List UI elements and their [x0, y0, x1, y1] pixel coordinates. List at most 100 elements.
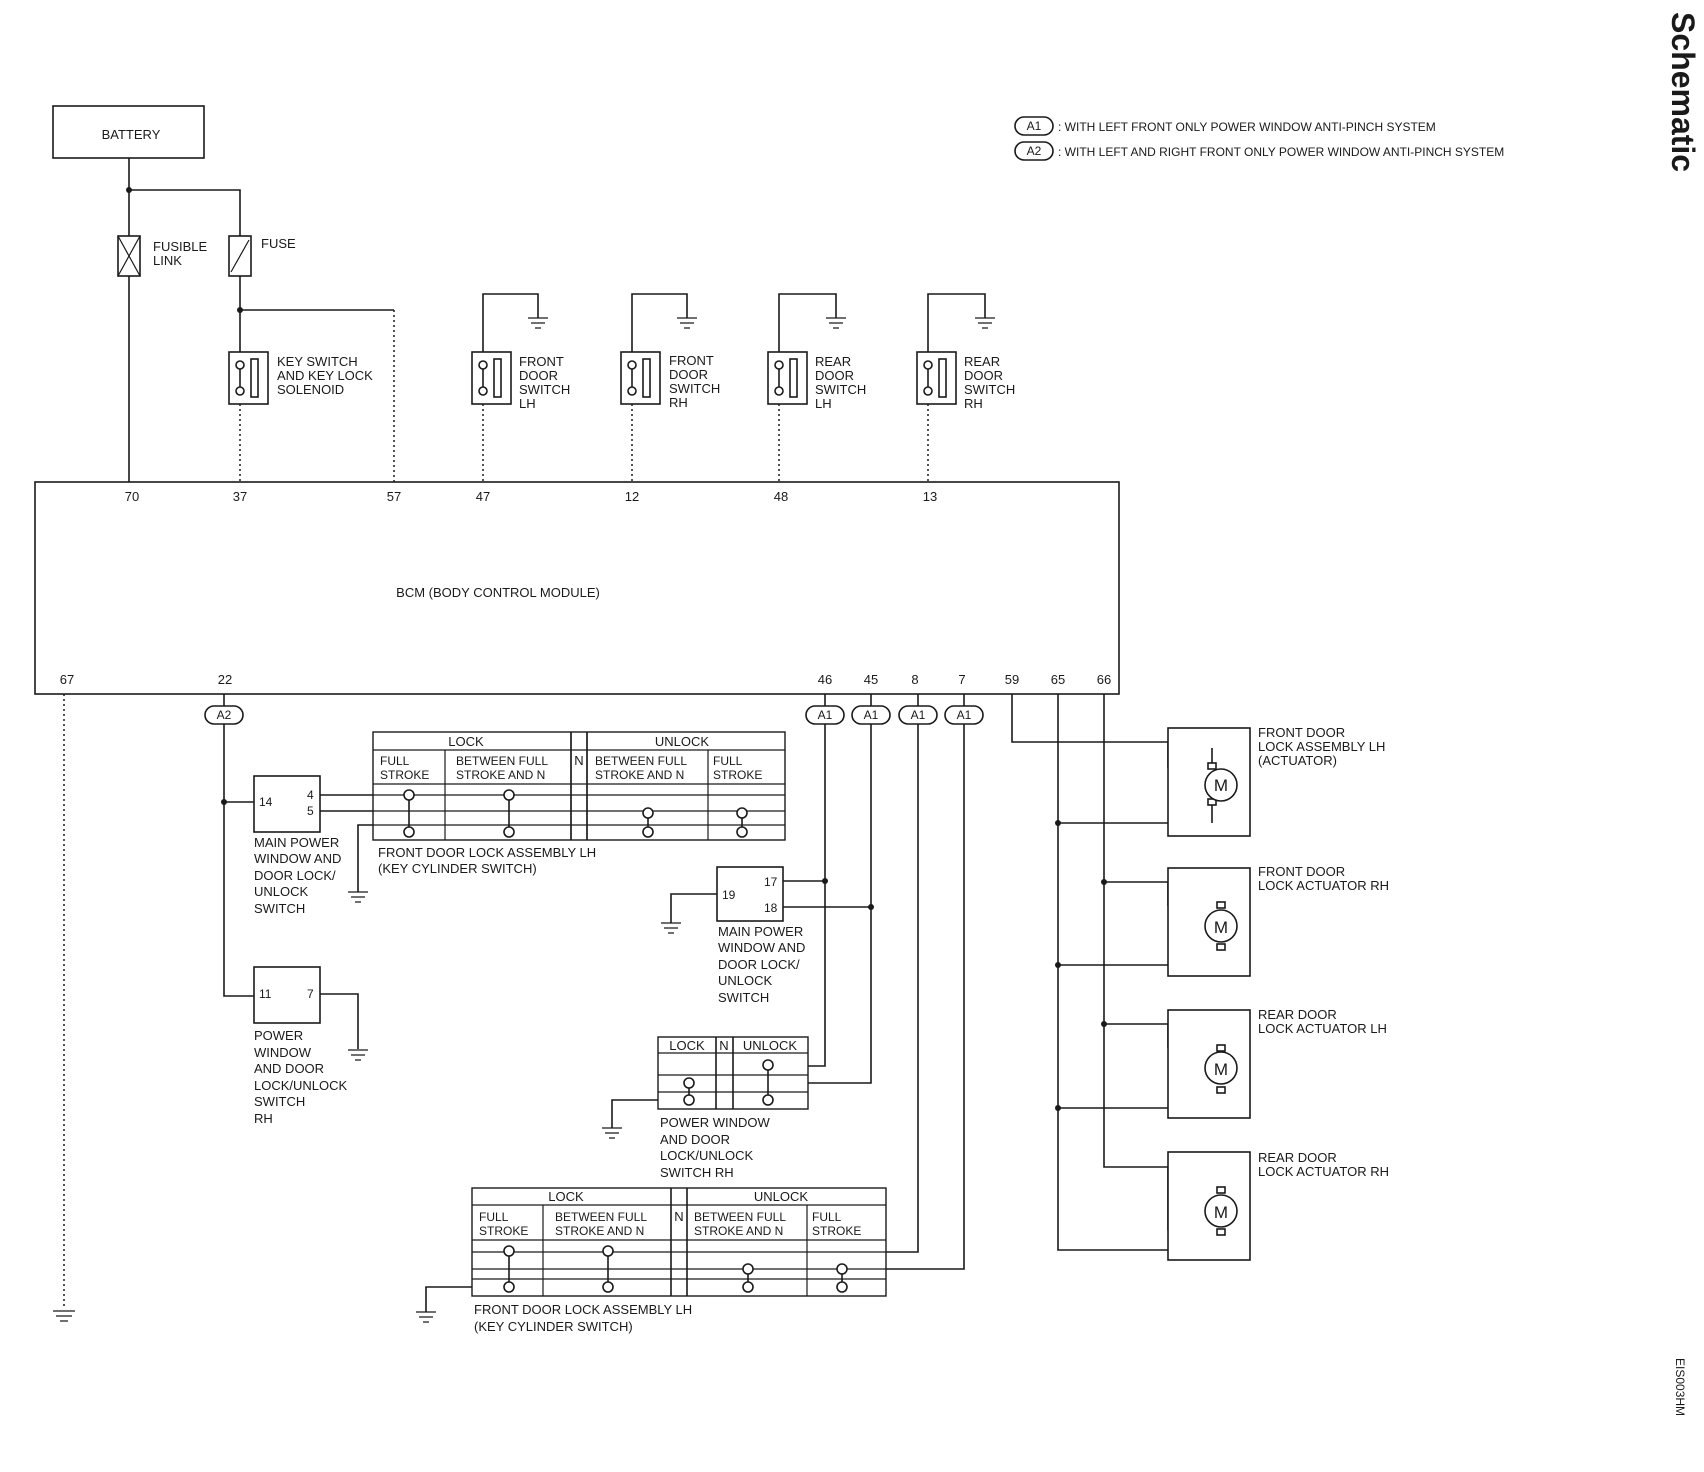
door-switch-front-lh-l2: DOOR — [519, 368, 558, 383]
key-switch-label-1: KEY SWITCH — [277, 354, 358, 369]
door-switch-front-lh — [471, 293, 548, 482]
legend-text-a1: : WITH LEFT FRONT ONLY POWER WINDOW ANTI… — [1058, 120, 1436, 134]
pw-rh-mid-label-1: POWER WINDOW — [660, 1115, 770, 1130]
pw-rh-left-pin-7: 7 — [307, 987, 314, 1001]
pw-rh-mid-label-3: LOCK/UNLOCK — [660, 1148, 754, 1163]
pw-rh-left-label-6: RH — [254, 1111, 273, 1126]
main-pw-switch-lh: 14 4 5 — [253, 775, 321, 833]
actuator-rear-rh-l2: LOCK ACTUATOR RH — [1258, 1164, 1389, 1179]
pw-rh-mid-label-4: SWITCH RH — [660, 1165, 734, 1180]
door-switch-rear-lh — [767, 293, 846, 482]
main-pw-lh-label-1: MAIN POWER — [254, 835, 339, 850]
main-pw-mid-label-5: SWITCH — [718, 990, 769, 1005]
main-pw-mid-pin-17: 17 — [764, 875, 778, 889]
bcm-pin-57: 57 — [387, 489, 401, 504]
door-switch-rear-rh-l1: REAR — [964, 354, 1000, 369]
main-pw-mid-label-1: MAIN POWER — [718, 924, 803, 939]
bcm-pin-67: 67 — [60, 672, 74, 687]
door-switch-rear-lh-l3: SWITCH — [815, 382, 866, 397]
motor-symbol-rear-lh: M — [1214, 1060, 1228, 1079]
kc1-unlock: UNLOCK — [655, 734, 710, 749]
door-switch-rear-rh — [916, 293, 995, 482]
battery-label: BATTERY — [102, 127, 161, 142]
actuator-front-lh: M — [1167, 727, 1251, 837]
door-switch-rear-lh-l4: LH — [815, 396, 832, 411]
bcm-pin-37: 37 — [233, 489, 247, 504]
pw-switch-rh-mid-table — [657, 1036, 809, 1110]
door-switch-rear-rh-l4: RH — [964, 396, 983, 411]
door-switch-front-lh-l4: LH — [519, 396, 536, 411]
kc1-ubetween-1: BETWEEN FULL — [595, 754, 687, 768]
pw-rh-left-label-3: AND DOOR — [254, 1061, 324, 1076]
kc1-ufull-1: FULL — [713, 754, 743, 768]
bcm-pin-22: 22 — [218, 672, 232, 687]
actuator-rear-lh-l1: REAR DOOR — [1258, 1007, 1337, 1022]
key-cylinder-table-2 — [471, 1187, 887, 1297]
door-switch-front-rh-l4: RH — [669, 395, 688, 410]
kc2-n: N — [674, 1209, 683, 1224]
kc2-ufull-2: STROKE — [812, 1224, 861, 1238]
door-switch-front-rh-l2: DOOR — [669, 367, 708, 382]
fusible-link-label-2: LINK — [153, 253, 182, 268]
actuator-rear-lh: M — [1167, 1009, 1251, 1119]
main-pw-lh-label-3: DOOR LOCK/ — [254, 868, 336, 883]
main-pw-lh-pin-14: 14 — [259, 795, 273, 809]
tag-a1-7: A1 — [957, 708, 972, 722]
pw-rh-left-label-4: LOCK/UNLOCK — [254, 1078, 348, 1093]
bcm-top-pins: 70 37 57 47 12 48 13 — [125, 489, 937, 504]
kc1-full-2: STROKE — [380, 768, 429, 782]
main-pw-lh-pin-5: 5 — [307, 804, 314, 818]
bcm-pin-47: 47 — [476, 489, 490, 504]
main-pw-lh-label-5: SWITCH — [254, 901, 305, 916]
kc1-ufull-2: STROKE — [713, 768, 762, 782]
actuator-front-lh-l3: (ACTUATOR) — [1258, 753, 1337, 768]
key-switch — [228, 351, 269, 405]
tag-a1-46: A1 — [818, 708, 833, 722]
kc1-label-1: FRONT DOOR LOCK ASSEMBLY LH — [378, 845, 596, 860]
bcm-pin-45: 45 — [864, 672, 878, 687]
main-pw-mid-label-4: UNLOCK — [718, 973, 773, 988]
legend-tag-a2: A2 — [1027, 144, 1042, 158]
motor-symbol-front-lh: M — [1214, 776, 1228, 795]
option-tags: A2 A1 A1 A1 A1 — [204, 705, 984, 725]
bcm-label: BCM (BODY CONTROL MODULE) — [396, 585, 600, 600]
bcm-pin-48: 48 — [774, 489, 788, 504]
door-switch-rear-rh-l3: SWITCH — [964, 382, 1015, 397]
key-switch-label-2: AND KEY LOCK — [277, 368, 373, 383]
bcm-pin-46: 46 — [818, 672, 832, 687]
kc2-ufull-1: FULL — [812, 1210, 842, 1224]
figure-code: EIS003HM — [1673, 1358, 1687, 1416]
page-title: Schematic — [1665, 12, 1701, 172]
actuator-rear-rh: M — [1167, 1151, 1251, 1261]
kc1-label-2: (KEY CYLINDER SWITCH) — [378, 861, 537, 876]
main-pw-switch-mid: 19 17 18 — [716, 866, 784, 922]
kc2-full-2: STROKE — [479, 1224, 528, 1238]
bcm-pin-70: 70 — [125, 489, 139, 504]
actuator-rear-lh-l2: LOCK ACTUATOR LH — [1258, 1021, 1387, 1036]
kc1-between-1: BETWEEN FULL — [456, 754, 548, 768]
kc2-between-1: BETWEEN FULL — [555, 1210, 647, 1224]
pw-switch-rh-left: 11 7 — [253, 966, 321, 1024]
actuator-front-rh-l2: LOCK ACTUATOR RH — [1258, 878, 1389, 893]
bcm-pin-12: 12 — [625, 489, 639, 504]
actuator-rear-rh-l1: REAR DOOR — [1258, 1150, 1337, 1165]
pw-rh-mid-n: N — [719, 1038, 728, 1053]
legend: A1 : WITH LEFT FRONT ONLY POWER WINDOW A… — [1014, 116, 1504, 161]
kc2-ubetween-1: BETWEEN FULL — [694, 1210, 786, 1224]
main-pw-mid-label-3: DOOR LOCK/ — [718, 957, 800, 972]
pw-rh-left-label-2: WINDOW — [254, 1045, 312, 1060]
bcm-pin-59: 59 — [1005, 672, 1019, 687]
key-cylinder-table-1 — [372, 731, 786, 841]
kc2-unlock: UNLOCK — [754, 1189, 809, 1204]
actuator-front-lh-l2: LOCK ASSEMBLY LH — [1258, 739, 1385, 754]
bcm-pin-65: 65 — [1051, 672, 1065, 687]
door-switch-rear-lh-l2: DOOR — [815, 368, 854, 383]
actuator-front-rh-l1: FRONT DOOR — [1258, 864, 1345, 879]
door-switch-front-rh — [620, 293, 697, 482]
door-switch-front-lh-l1: FRONT — [519, 354, 564, 369]
motor-symbol-front-rh: M — [1214, 918, 1228, 937]
key-switch-label-3: SOLENOID — [277, 382, 344, 397]
bcm-pin-8: 8 — [911, 672, 918, 687]
pw-rh-left-label-5: SWITCH — [254, 1094, 305, 1109]
